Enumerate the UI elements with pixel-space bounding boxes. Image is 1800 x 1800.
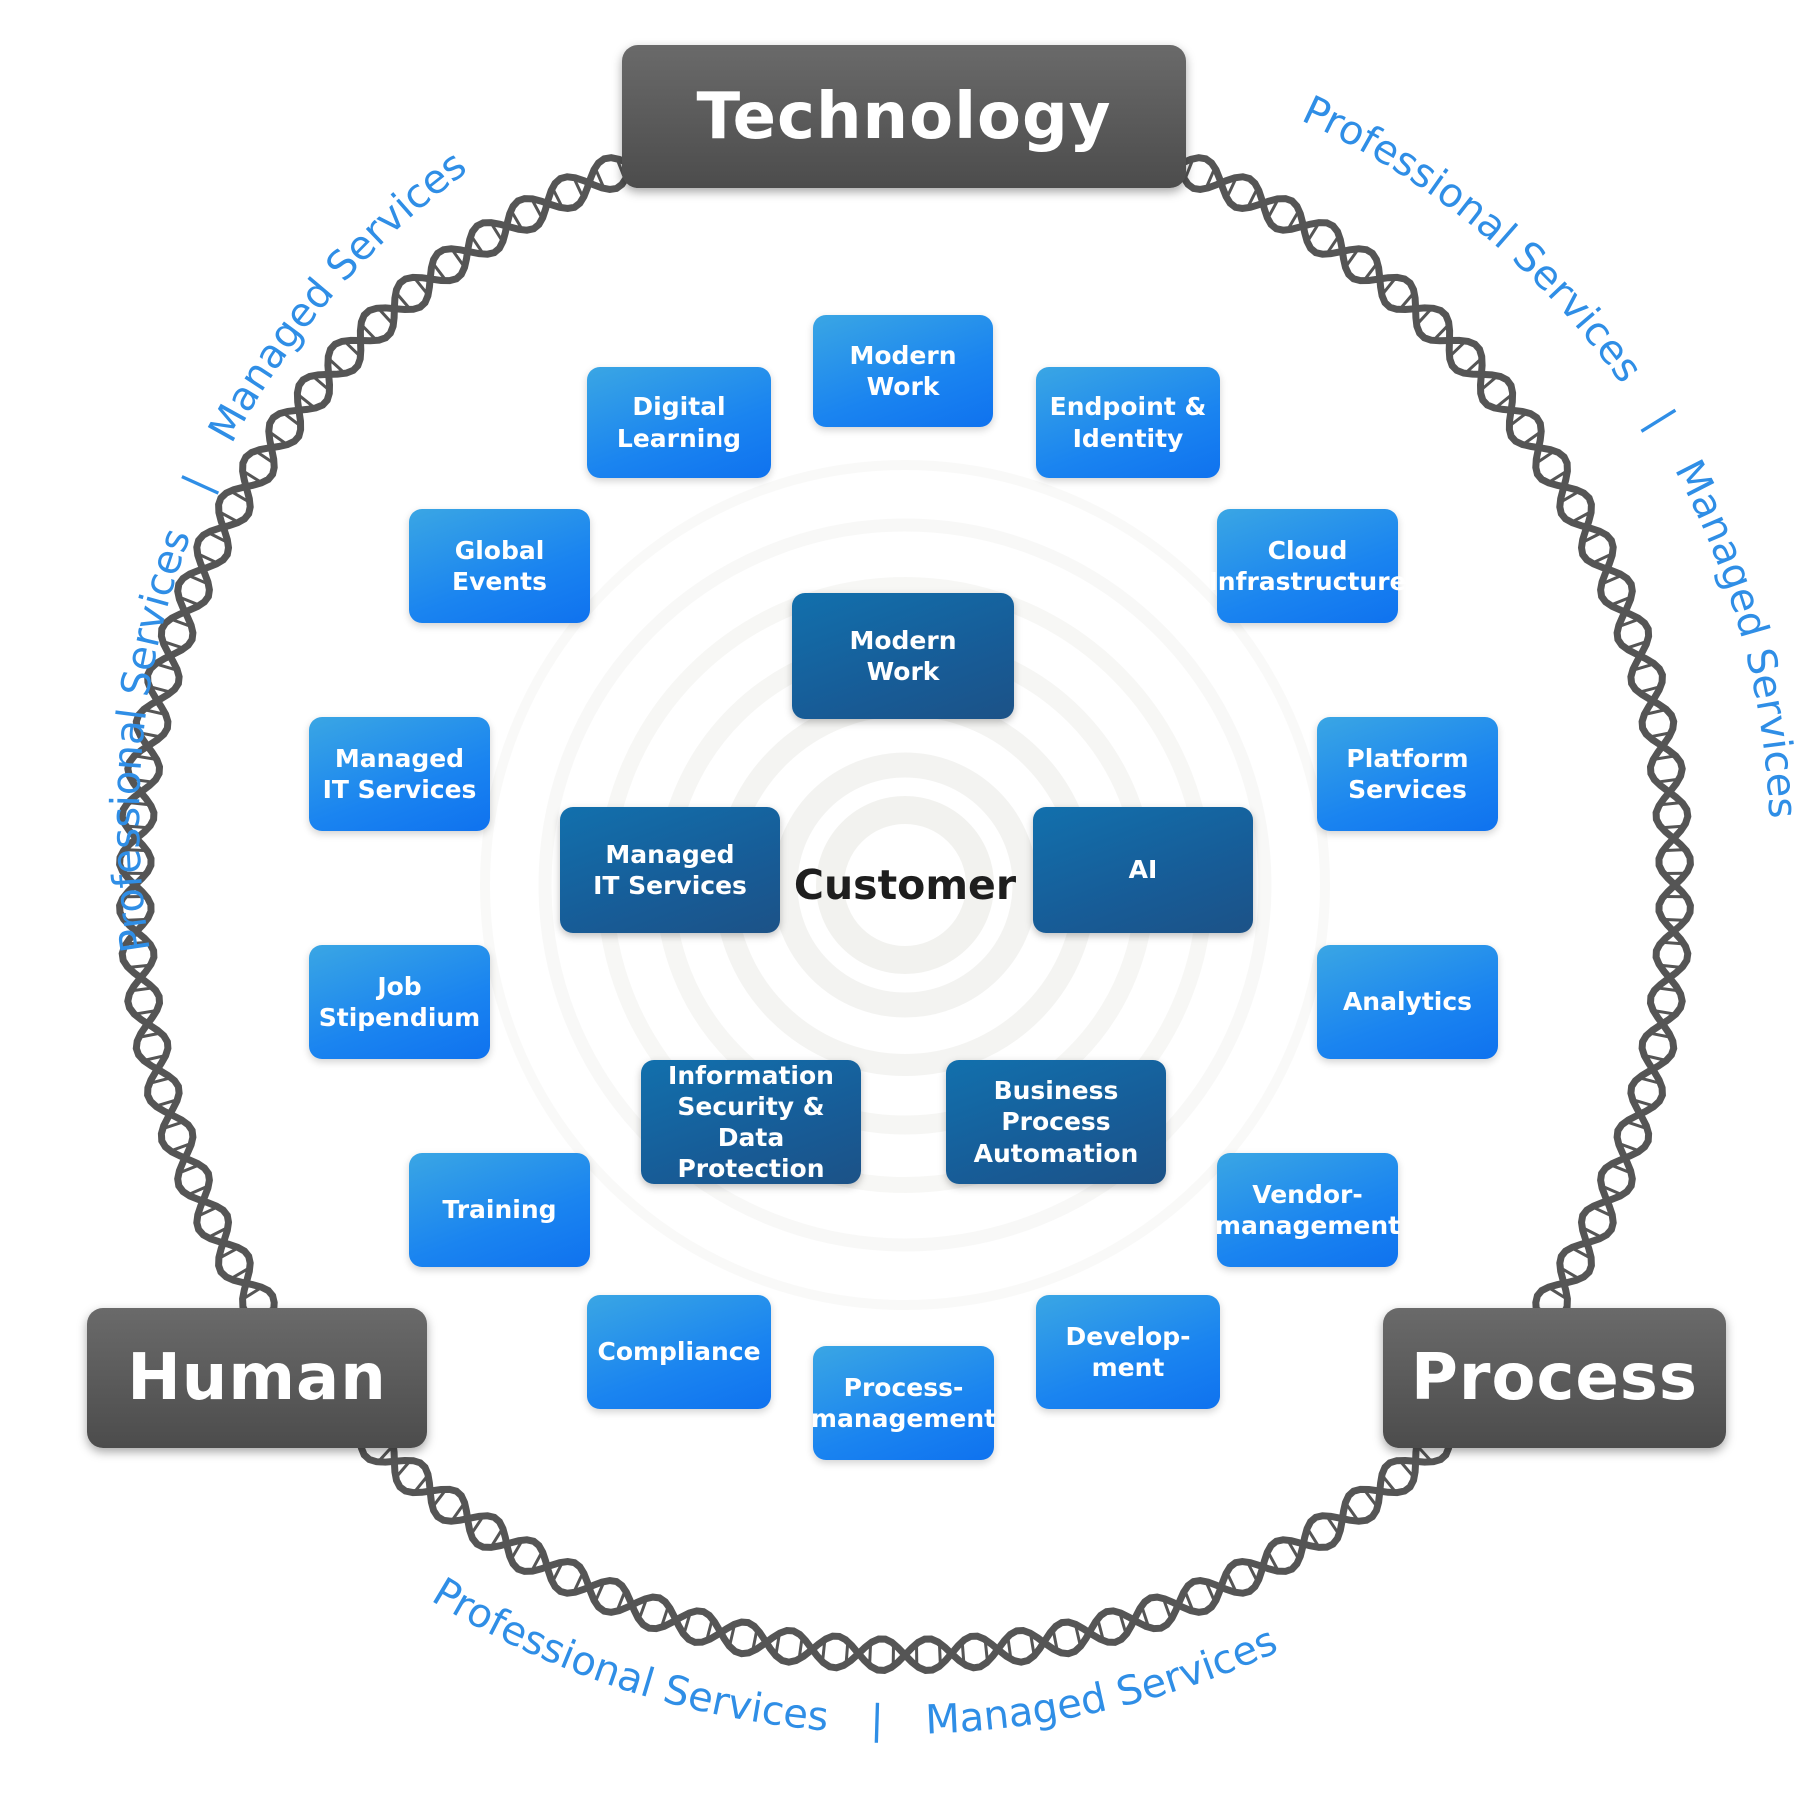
outer-box-process-management: Process- management <box>811 1346 996 1460</box>
outer-box-analytics: Analytics <box>1317 945 1498 1059</box>
inner-box-managed-it-services: Managed IT Services <box>560 807 780 933</box>
outer-box-compliance: Compliance <box>587 1295 771 1409</box>
outer-box-managed-it-services: Managed IT Services <box>309 717 490 831</box>
inner-box-information-security: Information Security & Data Protection <box>641 1060 861 1184</box>
outer-box-modern-work: Modern Work <box>813 315 993 427</box>
inner-box-modern-work: Modern Work <box>792 593 1014 719</box>
outer-box-vendor-management: Vendor- management <box>1215 1153 1400 1267</box>
inner-box-ai: AI <box>1033 807 1253 933</box>
outer-box-training: Training <box>409 1153 590 1267</box>
customer-label: Customer <box>793 861 1017 909</box>
inner-box-business-process-automation: Business Process Automation <box>946 1060 1166 1184</box>
pillar-process: Process <box>1383 1308 1726 1448</box>
outer-box-global-events: Global Events <box>409 509 590 623</box>
outer-box-cloud-infrastructure: Cloud Infrastructure <box>1209 509 1407 623</box>
outer-box-job-stipendium: Job Stipendium <box>309 945 490 1059</box>
pillar-human: Human <box>87 1308 427 1448</box>
ring-label-right: Professional Services | Managed Services <box>1296 87 1800 819</box>
outer-box-endpoint-identity: Endpoint & Identity <box>1036 367 1220 478</box>
outer-box-development: Develop- ment <box>1036 1295 1220 1409</box>
outer-box-platform-services: Platform Services <box>1317 717 1498 831</box>
outer-box-digital-learning: Digital Learning <box>587 367 771 478</box>
pillar-technology: Technology <box>622 45 1186 188</box>
